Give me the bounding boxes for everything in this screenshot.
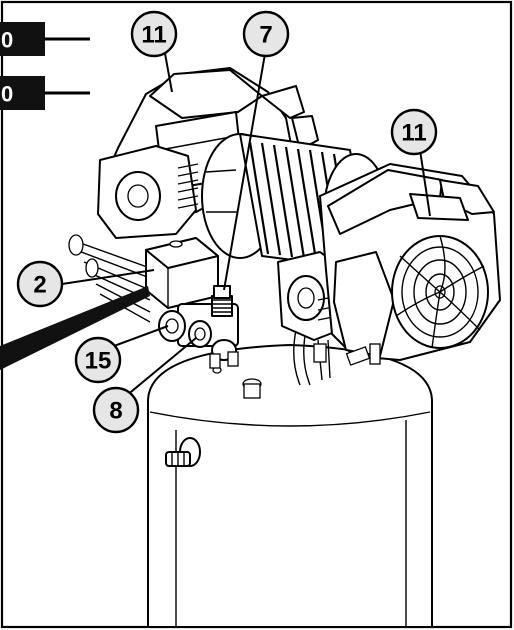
svg-text:15: 15: [85, 348, 112, 375]
svg-text:7: 7: [259, 22, 272, 49]
callout-2: 2: [16, 260, 64, 308]
header-tab-bottom-label: 0: [1, 82, 13, 107]
pressure-switch: [145, 237, 219, 309]
side-fittings: [313, 343, 381, 366]
svg-text:8: 8: [109, 398, 122, 425]
svg-text:2: 2: [33, 272, 46, 299]
callout-11-right: 11: [390, 108, 438, 156]
header-tab-bottom: 0: [0, 76, 90, 110]
callout-leaders: [61, 47, 431, 397]
svg-text:11: 11: [401, 120, 426, 147]
air-tank: [147, 344, 433, 628]
pointer-wedge: [0, 286, 150, 370]
fan-grill: [391, 235, 489, 349]
callout-15: 15: [74, 336, 122, 384]
svg-text:11: 11: [141, 22, 166, 49]
callout-7: 7: [242, 10, 290, 58]
header-tab-top-label: 0: [1, 28, 13, 53]
callout-11-top: 11: [130, 10, 178, 58]
callout-8: 8: [92, 386, 140, 434]
header-tab-top: 0: [0, 22, 90, 56]
manifold-regulator: [158, 285, 239, 369]
cylinder-head-left: [97, 145, 199, 239]
tank-outlet-fitting: [165, 437, 201, 467]
